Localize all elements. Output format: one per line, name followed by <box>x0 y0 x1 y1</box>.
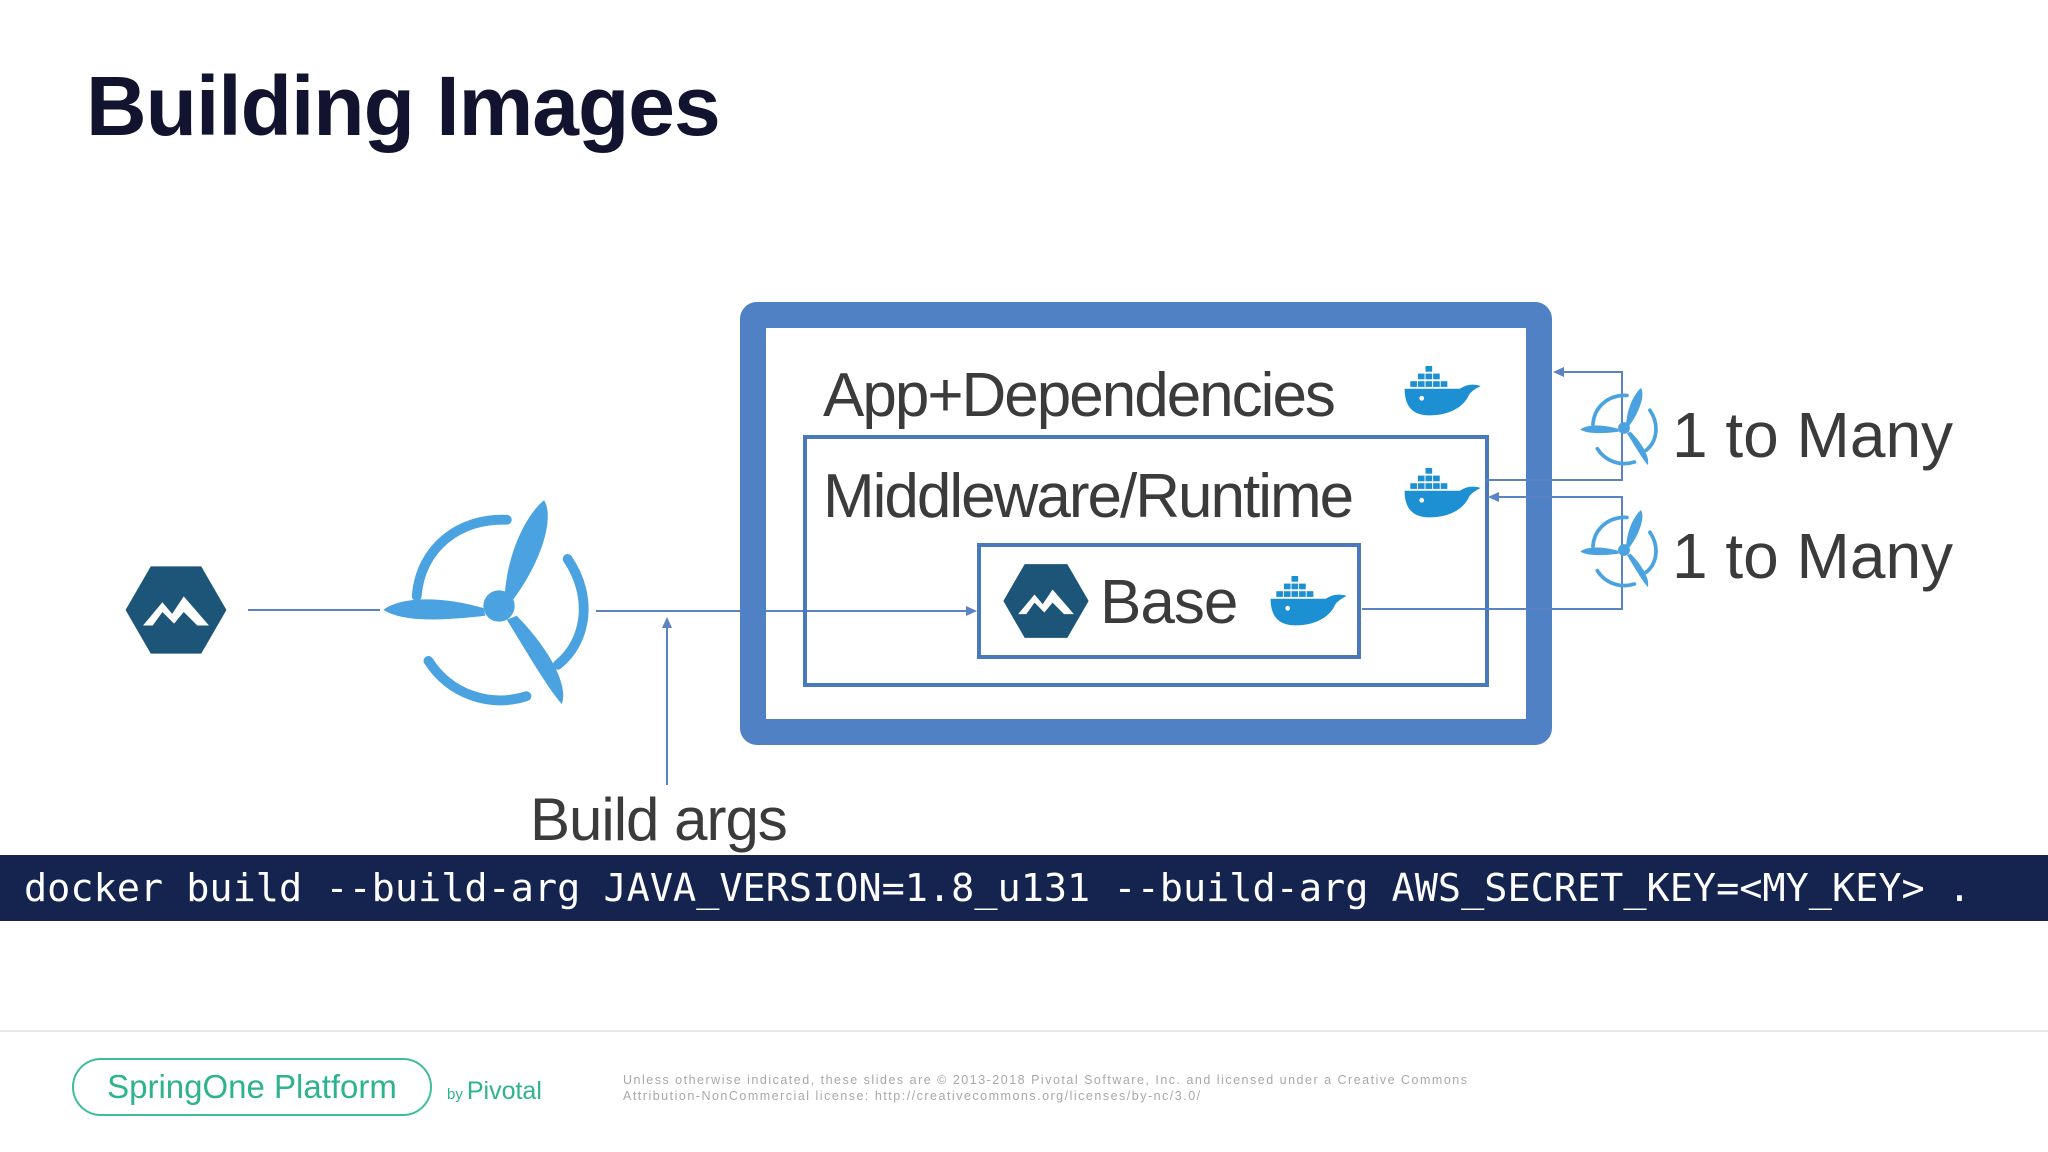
fan-out-arrowhead-bottom <box>1488 492 1499 502</box>
alpine-logo-icon <box>1003 564 1089 638</box>
pivotal-label: Pivotal <box>466 1077 542 1105</box>
legal-line-2: Attribution-NonCommercial license: http:… <box>623 1089 1202 1103</box>
pipeline-fan-icon <box>383 500 583 704</box>
base-layer-label: Base <box>1100 568 1237 637</box>
springone-platform-logo: SpringOne Platform <box>72 1058 432 1116</box>
build-args-label: Build args <box>530 786 787 853</box>
fan-out-label-top: 1 to Many <box>1672 399 1953 471</box>
image-outer-frame <box>740 302 1552 745</box>
legal-notice: Unless otherwise indicated, these slides… <box>623 1072 1523 1104</box>
docker-build-command: docker build --build-arg JAVA_VERSION=1.… <box>24 866 1972 911</box>
by-label: by <box>447 1086 463 1103</box>
fan-out-label-bottom: 1 to Many <box>1672 520 1953 592</box>
base-layer-frame <box>977 543 1361 659</box>
docker-whale-icon <box>1270 576 1347 626</box>
footer-divider <box>0 1030 2048 1032</box>
fan-out-arrowhead-top <box>1553 367 1564 377</box>
pipeline-to-base-arrowhead <box>966 606 977 616</box>
pipeline-fan-icon <box>1578 386 1658 467</box>
legal-line-1: Unless otherwise indicated, these slides… <box>623 1073 1469 1087</box>
build-args-arrowhead <box>662 617 672 628</box>
alpine-logo-icon <box>125 566 227 654</box>
docker-whale-icon <box>1404 366 1481 416</box>
docker-whale-icon <box>1404 468 1481 518</box>
command-bar <box>0 855 2048 921</box>
middleware-layer-frame <box>803 435 1489 687</box>
pipeline-fan-icon <box>1578 508 1658 589</box>
middleware-layer-label: Middleware/Runtime <box>823 462 1352 531</box>
fan-out-connector-bottom <box>1362 496 1623 610</box>
app-layer-label: App+Dependencies <box>823 361 1334 430</box>
slide-title: Building Images <box>86 59 721 153</box>
